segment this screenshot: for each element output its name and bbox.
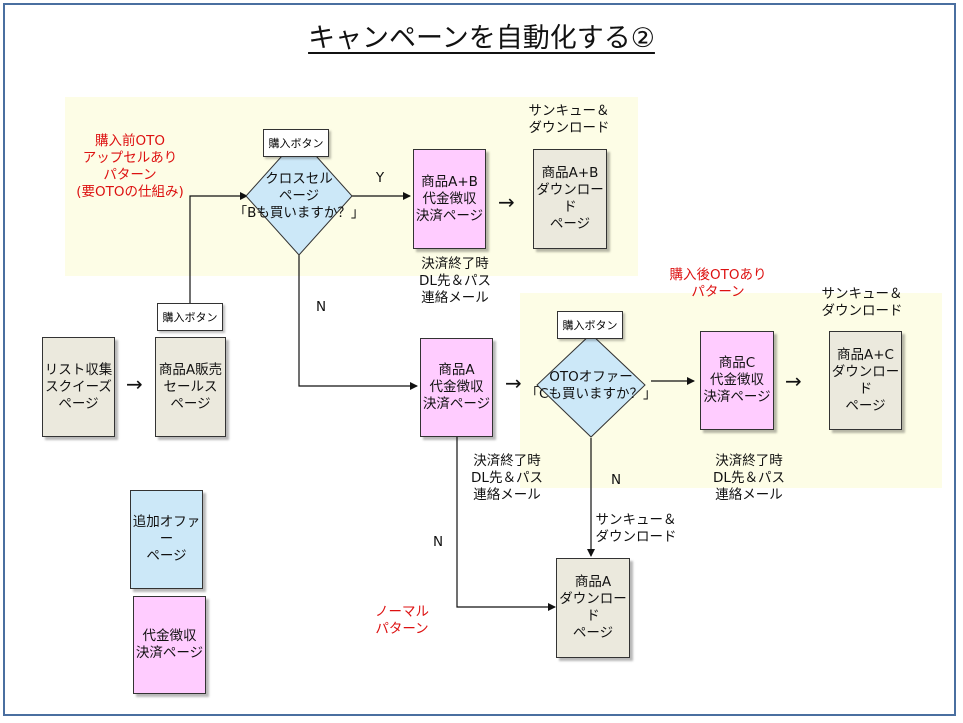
product-a-sales-page: 商品A販売 セールス ページ <box>155 337 226 437</box>
product-ac-download-page: 商品A+C ダウンロード ページ <box>829 331 902 430</box>
product-c-payment-page: 商品C 代金徴収 決済ページ <box>700 331 774 430</box>
buy-button-left[interactable]: 購入ボタン <box>157 303 223 331</box>
product-a-payment-page: 商品A 代金徴収 決済ページ <box>420 338 493 437</box>
thanks-download-top: サンキュー＆ ダウンロード <box>528 103 610 136</box>
thanks-download-mid: サンキュー＆ ダウンロード <box>595 512 677 545</box>
oto-offer-label: OTOオファー 「Cも買いますか？」 <box>525 369 657 402</box>
post-oto-pattern-label: 購入後OTOあり パターン <box>669 267 767 300</box>
connector-no-cross <box>298 255 418 390</box>
oto-diamond <box>536 333 646 438</box>
arrow-a-payment-to-oto: → <box>505 371 522 395</box>
thanks-download-right: サンキュー＆ ダウンロード <box>821 286 903 319</box>
connector-sales-to-crosssell <box>189 192 248 330</box>
connector-no-normal <box>456 437 556 611</box>
product-ab-download-page: 商品A+B ダウンロード ページ <box>533 149 607 249</box>
no-label-normal: N <box>432 534 444 550</box>
arrow-ab-to-download: → <box>498 190 515 214</box>
no-label-oto: N <box>610 472 622 488</box>
buy-button-oto[interactable]: 購入ボタン <box>557 311 623 339</box>
list-squeeze-page: リスト収集 スクイーズ ページ <box>42 337 115 437</box>
page-title: キャンペーンを自動化する② <box>308 23 655 54</box>
yes-label: Y <box>375 170 385 186</box>
buy-button-top[interactable]: 購入ボタン <box>263 129 329 157</box>
legend-payment-page: 代金徴収 決済ページ <box>133 596 206 694</box>
crosssell-diamond <box>245 136 353 256</box>
arrow-c-to-download: → <box>785 369 802 393</box>
mail-notice-right: 決済終了時 DL先＆パス 連絡メール <box>713 453 785 503</box>
mail-notice-top: 決済終了時 DL先＆パス 連絡メール <box>419 256 491 306</box>
mail-notice-mid: 決済終了時 DL先＆パス 連絡メール <box>471 453 543 503</box>
product-a-download-page: 商品A ダウンロード ページ <box>556 558 630 658</box>
arrow-squeeze-to-sales: → <box>126 372 143 396</box>
product-ab-payment-page: 商品A+B 代金徴収 決済ページ <box>413 149 486 249</box>
legend-offer-page: 追加オファー ページ <box>130 490 203 589</box>
no-label-crosssell: N <box>315 299 327 315</box>
normal-pattern-label: ノーマル パターン <box>375 604 429 637</box>
crosssell-label: クロスセル ページ 「Bも買いますか？」 <box>233 171 365 221</box>
pre-oto-pattern-label: 購入前OTO アップセルあり パターン (要OTOの仕組み) <box>76 133 184 200</box>
